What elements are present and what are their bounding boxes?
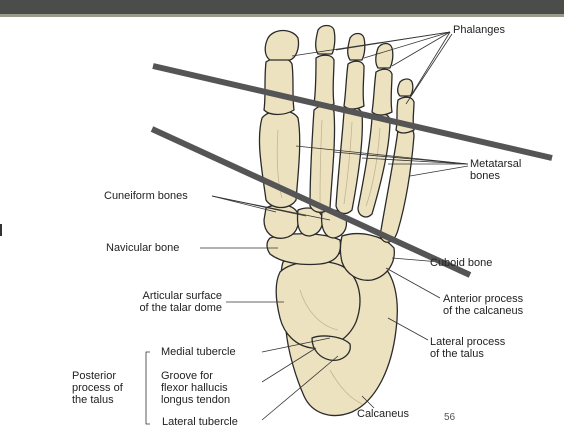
phalanx-3-proximal xyxy=(343,60,365,110)
top-bar xyxy=(0,0,564,14)
label-calcaneus: Calcaneus xyxy=(357,408,409,420)
label-phalanges: Phalanges xyxy=(453,24,505,36)
label-cuneiform-bones: Cuneiform bones xyxy=(104,190,188,202)
label-posterior-process: Posterior process of the talus xyxy=(72,370,123,406)
talus-bone xyxy=(275,260,361,349)
label-navicular-bone: Navicular bone xyxy=(106,242,180,254)
label-articular-surface: Articular surface of the talar dome xyxy=(139,290,222,314)
left-edge-mark xyxy=(0,224,2,236)
phalanx-2-proximal xyxy=(313,54,335,108)
top-bar-divider xyxy=(0,14,564,17)
posterior-process-bone xyxy=(311,335,351,361)
metatarsal-4 xyxy=(357,113,391,218)
label-anterior-process: Anterior process of the calcaneus xyxy=(443,293,524,317)
label-cuboid-bone: Cuboid bone xyxy=(430,257,493,269)
label-medial-tubercle: Medial tubercle xyxy=(161,346,236,358)
phalanx-4-distal xyxy=(375,42,394,69)
phalanx-2-distal xyxy=(315,24,336,55)
strike-line-lower xyxy=(150,126,472,278)
phalanx-1-distal xyxy=(264,29,300,61)
label-metatarsal-bones: Metatarsal bones xyxy=(470,158,522,182)
label-groove-flexor-hallucis: Groove for flexor hallucis longus tendon xyxy=(161,370,231,406)
phalanx-1-proximal xyxy=(263,57,295,116)
label-lateral-tubercle: Lateral tubercle xyxy=(162,416,238,428)
strike-line-upper xyxy=(152,63,553,161)
phalanx-5-distal xyxy=(397,78,414,97)
navicular-bone xyxy=(266,233,342,266)
page-number: 56 xyxy=(444,412,456,423)
label-lateral-process: Lateral process of the talus xyxy=(430,336,506,360)
metatarsal-5 xyxy=(379,125,415,243)
phalanx-4-proximal xyxy=(371,68,393,116)
